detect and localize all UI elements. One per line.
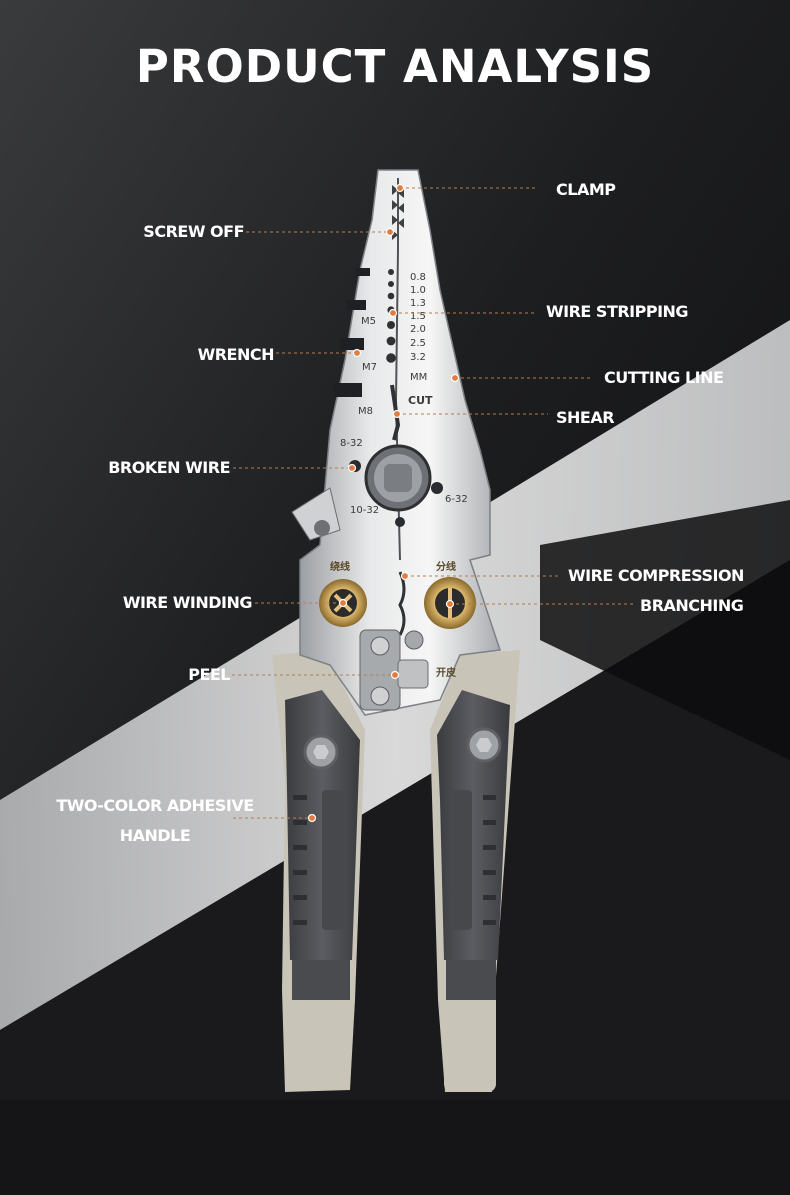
cut-marking: CUT [408,394,433,407]
label-shear: SHEAR [556,408,615,427]
label-wire-stripping: WIRE STRIPPING [546,302,689,321]
thread-6-32: 6-32 [445,494,468,505]
left-handle [272,650,365,1092]
gauge-2-5: 2.5 [410,338,426,349]
right-handle [430,650,520,1092]
broken-wire-dot [347,463,357,473]
label-peel: PEEL [188,665,230,684]
label-screw-off: SCREW OFF [143,222,244,241]
gauge-unit: MM [410,372,427,383]
screw-off-dot [385,227,395,237]
branching-dot [445,599,455,609]
gauge-3-2: 3.2 [410,352,426,363]
peel-dot [390,670,400,680]
wire-compression-dot [400,571,410,581]
pliers-tool: 0.8 1.0 1.3 1.5 2.0 2.5 3.2 MM CUT M5 M7… [272,169,520,1092]
label-wire-winding: WIRE WINDING [122,593,253,612]
label-branching: BRANCHING [640,596,744,615]
label-cutting-line: CUTTING LINE [604,368,724,387]
label-wrench: WRENCH [197,345,275,364]
callout-lines [232,187,633,819]
m8-marking: M8 [358,406,373,417]
gauge-1-0: 1.0 [410,285,426,296]
label-broken-wire: BROKEN WIRE [108,458,230,477]
clamp-dot [395,183,405,193]
m7-marking: M7 [362,362,377,373]
label-handle-line1: TWO-COLOR ADHESIVE [56,796,254,815]
shadow-block [540,500,790,760]
gauge-2-0: 2.0 [410,324,426,335]
gauge-1-3: 1.3 [410,298,426,309]
page-title: PRODUCT ANALYSIS [135,40,655,93]
callout-dots [307,183,460,823]
thread-10-32: 10-32 [350,505,379,516]
wire-winding-dot [338,598,348,608]
reflection-band [0,1100,790,1195]
peel-cn: 开皮 [436,666,456,679]
wire-stripping-dot [388,308,398,318]
m5-marking: M5 [361,316,376,327]
handle-dot [307,813,317,823]
wrench-dot [352,348,362,358]
cutting-line-dot [450,373,460,383]
gauge-0-8: 0.8 [410,272,426,283]
label-clamp: CLAMP [556,180,616,199]
dark-floor [0,560,790,1195]
branching-cn: 分线 [436,560,456,573]
shear-dot [392,409,402,419]
label-wire-compression: WIRE COMPRESSION [568,566,744,585]
winding-cn: 绕线 [330,560,350,573]
label-handle-line2: HANDLE [119,826,191,845]
gauge-1-5: 1.5 [410,311,426,322]
thread-8-32: 8-32 [340,438,363,449]
